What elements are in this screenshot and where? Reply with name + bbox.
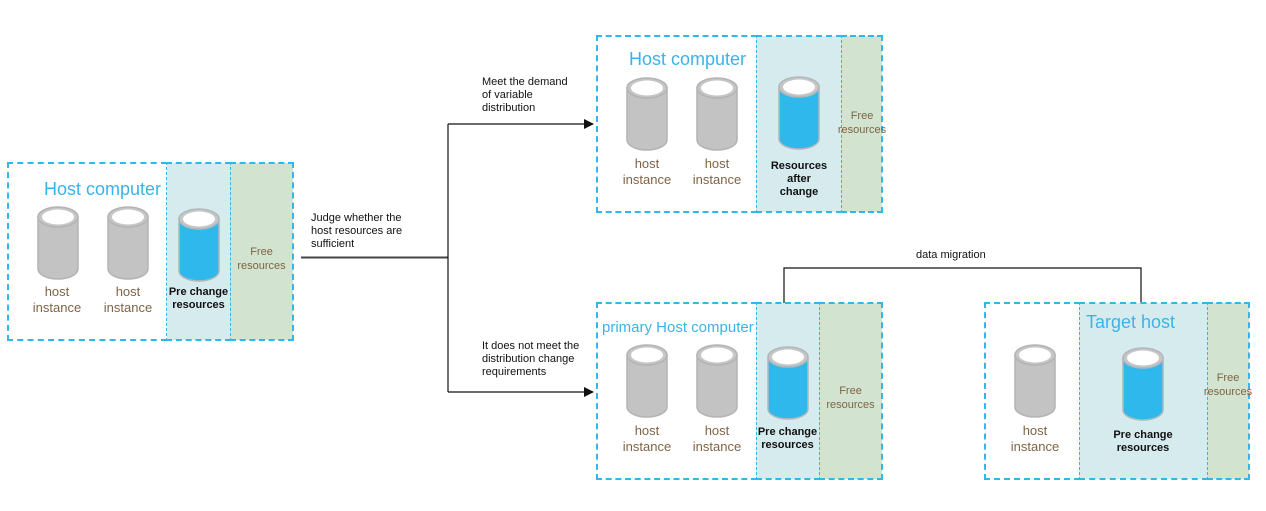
branch-yes-label: Meet the demand of variable distribution	[482, 76, 568, 114]
host-instance-cylinder-icon	[625, 343, 669, 424]
host-instance-cylinder-icon	[695, 343, 739, 424]
source-free-box	[230, 162, 294, 341]
free-resources-label: Free resources	[826, 385, 875, 411]
target-host-title: Target host	[1086, 312, 1176, 332]
after-free-box	[841, 35, 883, 213]
data-migration-label: data migration	[916, 249, 986, 261]
host-instance-label: host instance	[692, 423, 742, 454]
resource-cylinder-icon	[766, 345, 810, 426]
host-instance-label: host instance	[622, 423, 672, 454]
host-instance-label: host instance	[1010, 423, 1060, 454]
free-resources-label: Free resources	[837, 110, 887, 136]
primary-host-title: primary Host computer	[602, 319, 754, 336]
resource-cylinder-icon	[177, 207, 221, 288]
resource-label: Pre change resources	[757, 426, 818, 451]
resource-cylinder-icon	[777, 75, 821, 156]
host-instance-cylinder-icon	[695, 76, 739, 157]
free-resources-label: Free resources	[237, 246, 286, 272]
resource-label: Pre change resources	[1113, 429, 1173, 454]
host-instance-cylinder-icon	[106, 205, 150, 286]
resource-label: Resources after change	[770, 160, 828, 198]
source-host-title: Host computer	[44, 179, 162, 199]
branch-no-label: It does not meet the distribution change…	[482, 340, 580, 378]
host-instance-cylinder-icon	[1013, 343, 1057, 424]
host-instance-label: host instance	[692, 156, 742, 187]
target-free-panel	[1207, 303, 1249, 479]
primary-free-panel	[819, 303, 882, 479]
source-free-panel	[230, 163, 293, 340]
host-instance-label: host instance	[622, 156, 672, 187]
host-instance-cylinder-icon	[36, 205, 80, 286]
decision-label: Judge whether the host resources are suf…	[311, 212, 403, 250]
primary-free-box	[819, 302, 883, 480]
host-instance-label: host instance	[32, 284, 82, 315]
target-free-box	[1207, 302, 1250, 480]
free-resources-label: Free resources	[1203, 372, 1253, 398]
resource-cylinder-icon	[1121, 346, 1165, 427]
after-host-title: Host computer	[629, 49, 747, 69]
resource-label: Pre change resources	[168, 286, 229, 311]
after-free-panel	[841, 36, 882, 212]
host-instance-cylinder-icon	[625, 76, 669, 157]
host-instance-label: host instance	[103, 284, 153, 315]
